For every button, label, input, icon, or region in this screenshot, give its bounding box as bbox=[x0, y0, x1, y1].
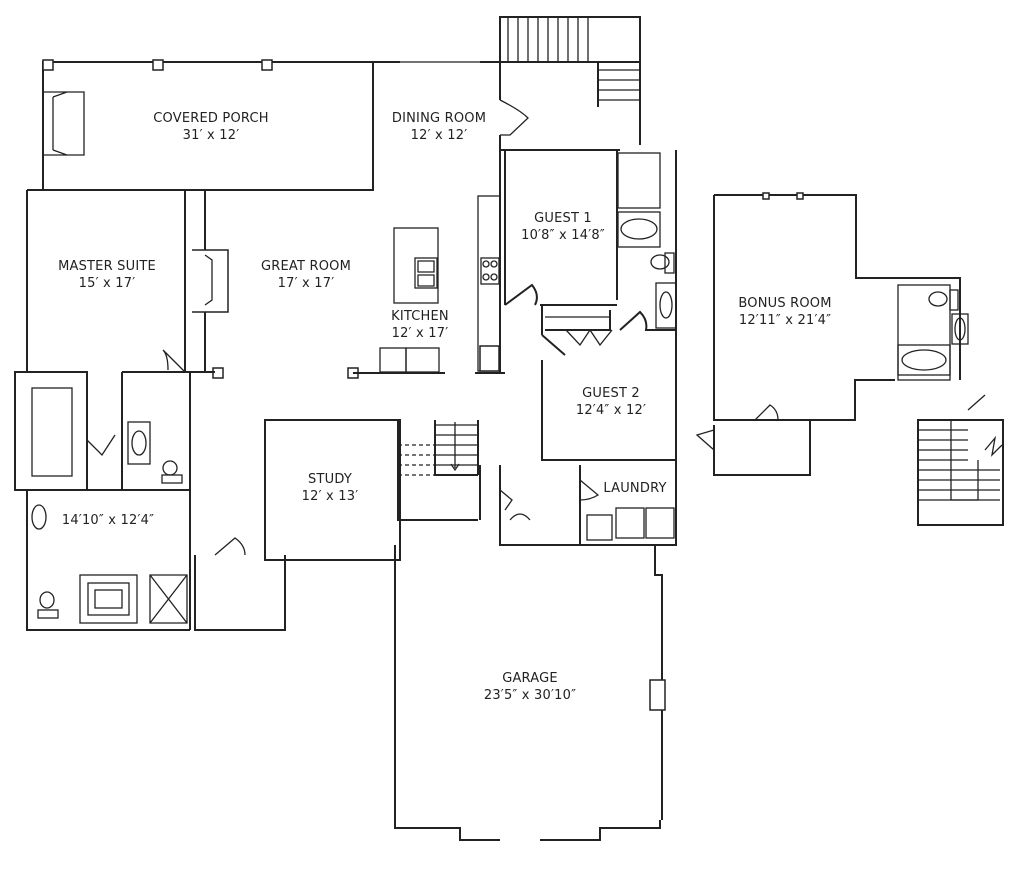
room-dimensions: 15′ x 17′ bbox=[78, 276, 136, 291]
room-label-covered-porch: COVERED PORCH 31′ x 12′ bbox=[153, 110, 269, 144]
room-name: GREAT ROOM bbox=[261, 259, 351, 274]
room-name: GUEST 1 bbox=[534, 211, 592, 226]
study-walls bbox=[194, 419, 401, 631]
room-label-study: STUDY 12′ x 13′ bbox=[302, 471, 359, 505]
room-name: STUDY bbox=[308, 472, 352, 487]
master-bath-walls bbox=[14, 371, 191, 631]
room-label-master-bath: 14′10″ x 12′4″ bbox=[62, 512, 154, 529]
room-dimensions: 31′ x 12′ bbox=[182, 128, 240, 143]
room-name: MASTER SUITE bbox=[58, 259, 156, 274]
room-name: GARAGE bbox=[502, 671, 558, 686]
room-label-garage: GARAGE 23′5″ x 30′10″ bbox=[484, 670, 576, 704]
bonus-room-walls bbox=[695, 192, 1004, 526]
room-dimensions: 10′8″ x 14′8″ bbox=[521, 228, 605, 243]
room-name: BONUS ROOM bbox=[738, 296, 832, 311]
room-dimensions: 17′ x 17′ bbox=[277, 276, 335, 291]
room-dimensions: 12′4″ x 12′ bbox=[575, 403, 647, 418]
room-label-laundry: LAUNDRY bbox=[603, 480, 666, 497]
room-label-guest-2: GUEST 2 12′4″ x 12′ bbox=[576, 385, 646, 419]
room-label-dining-room: DINING ROOM 12′ x 12′ bbox=[392, 110, 486, 144]
room-label-master-suite: MASTER SUITE 15′ x 17′ bbox=[58, 258, 156, 292]
room-name: DINING ROOM bbox=[391, 111, 487, 126]
top-stairs-icon bbox=[499, 16, 641, 145]
garage-walls bbox=[394, 545, 666, 841]
room-name: COVERED PORCH bbox=[153, 111, 269, 126]
room-dimensions: 23′5″ x 30′10″ bbox=[483, 688, 577, 703]
room-dimensions: 12′ x 12′ bbox=[410, 128, 468, 143]
laundry-walls bbox=[479, 460, 677, 546]
room-name: KITCHEN bbox=[391, 309, 449, 324]
guest-2-walls bbox=[541, 305, 676, 461]
room-name: GUEST 2 bbox=[582, 386, 640, 401]
main-living-walls bbox=[26, 189, 445, 379]
room-dimensions: 12′ x 13′ bbox=[301, 489, 359, 504]
kitchen-fixtures bbox=[393, 150, 505, 374]
room-label-bonus-room: BONUS ROOM 12′11″ x 21′4″ bbox=[738, 295, 831, 329]
room-dimensions: 12′ x 17′ bbox=[391, 326, 449, 341]
room-label-guest-1: GUEST 1 10′8″ x 14′8″ bbox=[521, 210, 605, 244]
room-label-kitchen: KITCHEN 12′ x 17′ bbox=[391, 308, 449, 342]
guest-1-walls bbox=[504, 150, 677, 460]
room-dimensions: 14′10″ x 12′4″ bbox=[61, 513, 155, 528]
room-name: LAUNDRY bbox=[603, 481, 667, 496]
room-label-great-room: GREAT ROOM 17′ x 17′ bbox=[261, 258, 351, 292]
room-dimensions: 12′11″ x 21′4″ bbox=[738, 313, 832, 328]
interior-stairs-icon bbox=[397, 420, 479, 521]
